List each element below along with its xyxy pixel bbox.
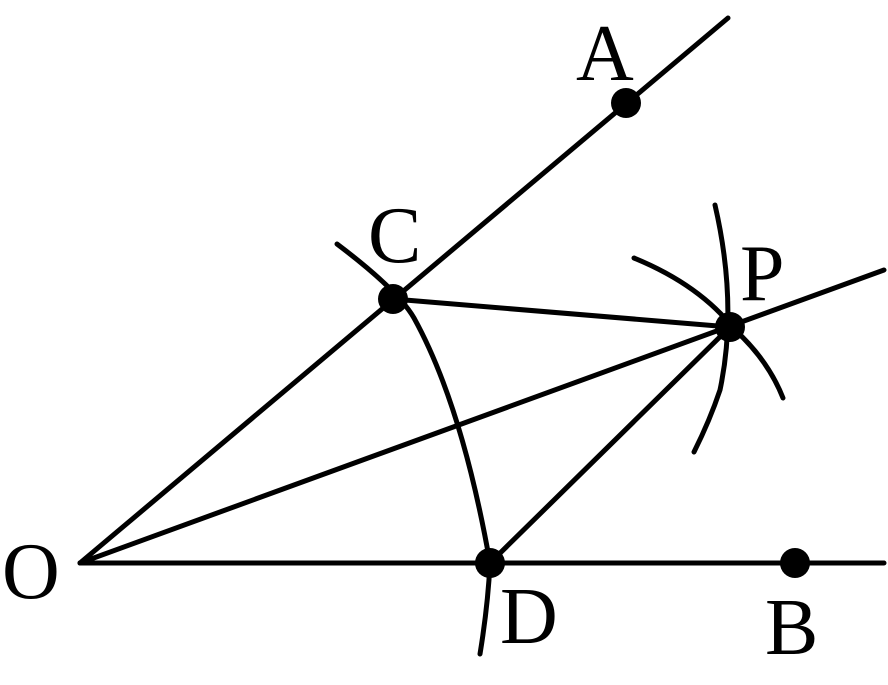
label-C: C <box>368 192 421 280</box>
label-O: O <box>2 528 60 616</box>
arc-center-D <box>691 202 731 455</box>
segment-DP <box>487 324 733 566</box>
label-A: A <box>576 10 634 98</box>
point-C <box>378 284 408 314</box>
label-B: B <box>765 584 818 672</box>
segment-CP <box>390 296 733 330</box>
point-D <box>475 548 505 578</box>
label-D: D <box>500 573 558 661</box>
label-P: P <box>740 230 785 318</box>
point-A <box>611 88 641 118</box>
point-P <box>715 312 745 342</box>
ray-OP <box>77 267 887 566</box>
point-B <box>780 548 810 578</box>
